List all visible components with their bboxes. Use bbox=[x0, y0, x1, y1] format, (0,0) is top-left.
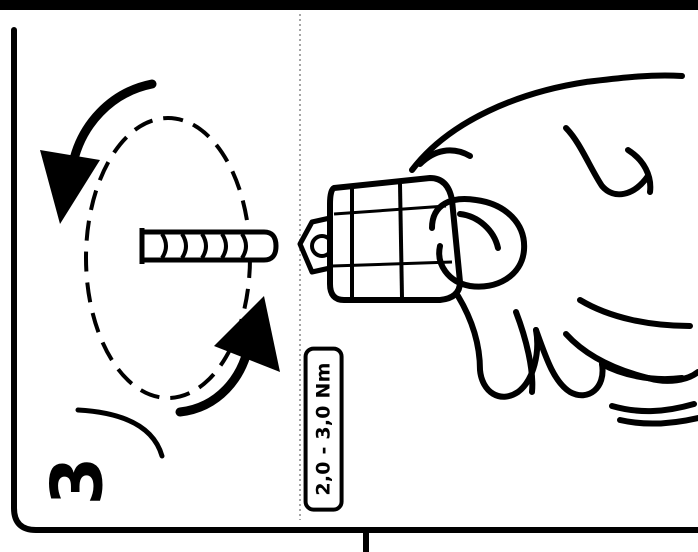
top-border-band bbox=[0, 0, 698, 10]
threaded-bolt-icon bbox=[142, 228, 276, 264]
rotation-arrow-ccw-icon bbox=[40, 84, 152, 224]
bleed-screw-icon bbox=[300, 178, 460, 300]
torque-spec-text: 2,0 - 3,0 Nm bbox=[304, 346, 344, 511]
rotation-arrow-cw-icon bbox=[180, 296, 280, 412]
step-number-text: 3 bbox=[42, 457, 112, 506]
torque-spec-badge: 2,0 - 3,0 Nm bbox=[306, 336, 342, 522]
step-number: 3 bbox=[18, 436, 136, 526]
